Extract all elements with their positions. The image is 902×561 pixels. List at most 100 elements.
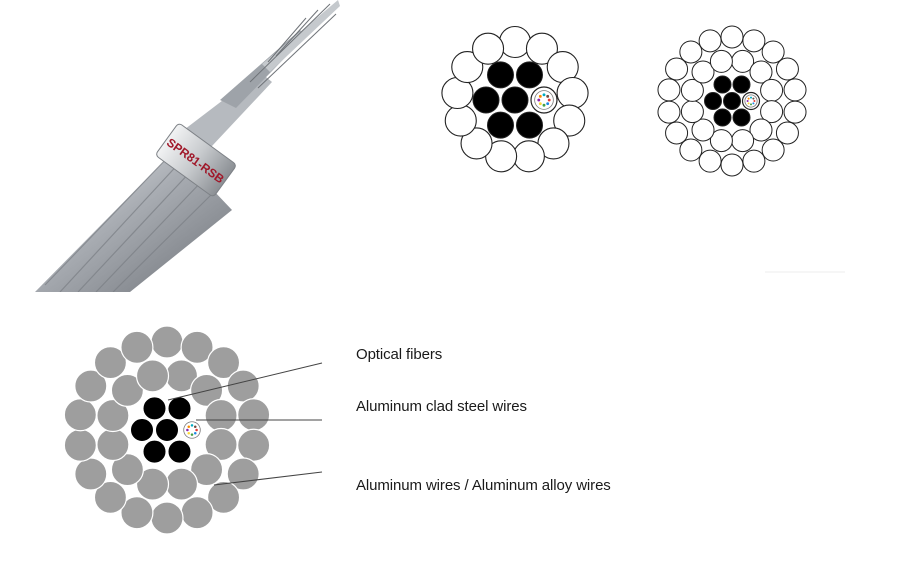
aluminum-wire: [525, 32, 559, 65]
optical-fiber: [190, 424, 194, 427]
aluminum-wire-inner: [135, 467, 170, 501]
optical-fiber: [537, 98, 541, 102]
aluminum-wire: [553, 104, 586, 137]
optical-fiber: [753, 100, 756, 102]
aluminum-wire-inner: [731, 129, 755, 153]
aluminum-wire-outer: [63, 398, 97, 432]
aluminum-clad-steel-wire: [516, 61, 543, 89]
aluminum-wire-outer: [720, 25, 744, 49]
aluminum-clad-steel-wire: [472, 86, 500, 114]
aluminum-wire-inner: [691, 60, 715, 84]
aluminum-wire: [471, 32, 505, 65]
optical-fiber: [542, 93, 546, 97]
optical-fiber: [187, 431, 191, 435]
aluminum-wire-inner: [204, 398, 238, 433]
aluminum-wire-inner: [709, 129, 733, 153]
aluminum-clad-steel-wire: [155, 418, 179, 442]
aluminum-wire-outer: [74, 457, 108, 491]
optical-fiber: [546, 94, 550, 98]
aluminum-wire: [451, 51, 484, 84]
aluminum-wire: [512, 140, 545, 173]
aluminum-wire-inner: [691, 118, 715, 142]
aluminum-wire-outer: [237, 398, 271, 432]
aluminum-wire-inner: [96, 398, 130, 433]
aluminum-wire-inner: [96, 427, 130, 462]
aluminum-wire-inner: [749, 60, 773, 84]
aluminum-wire-outer: [665, 57, 689, 81]
aluminum-wire-outer: [775, 121, 799, 145]
aluminum-wire-outer: [742, 29, 766, 53]
optical-fiber: [193, 431, 197, 435]
leader-line-optical: [167, 362, 323, 401]
aluminum-wire: [556, 76, 589, 110]
aluminum-wire-inner: [709, 49, 733, 73]
aluminum-clad-steel-wire: [516, 111, 543, 139]
aluminum-clad-steel-wire: [501, 86, 529, 114]
aluminum-wire-outer: [698, 149, 722, 173]
aluminum-wire-outer: [783, 100, 807, 124]
aluminum-clad-steel-wire: [142, 396, 167, 421]
aluminum-clad-steel-wire: [167, 439, 192, 464]
aluminum-wire-outer: [237, 428, 271, 462]
optical-fiber: [542, 103, 546, 107]
aluminum-wire-inner: [110, 453, 145, 487]
aluminum-wire-outer: [679, 138, 703, 162]
small-cross-section: [441, 25, 589, 173]
aluminum-wire-outer: [775, 57, 799, 81]
aluminum-wire-outer: [657, 100, 681, 124]
aluminum-clad-steel-wire: [723, 92, 741, 110]
optical-fiber: [195, 428, 198, 432]
optical-fiber: [752, 102, 755, 105]
aluminum-wire-outer: [74, 369, 108, 403]
aluminum-clad-steel-wire: [704, 92, 722, 110]
aluminum-wire-inner: [204, 427, 238, 462]
medium-cross-section: [657, 25, 807, 177]
optical-fiber: [752, 97, 755, 100]
aluminum-wire-inner: [680, 78, 704, 102]
optical-fiber: [187, 425, 191, 429]
optical-fiber: [186, 428, 189, 432]
aluminum-wire: [460, 127, 493, 160]
aluminum-wire-inner: [749, 118, 773, 142]
aluminum-wire-outer: [180, 330, 214, 364]
aluminum-wire: [444, 104, 477, 137]
aluminum-wire-outer: [761, 40, 785, 64]
loose-strands: [249, 3, 337, 89]
aluminum-clad-steel-wire: [487, 111, 514, 139]
aluminum-wire-outer: [657, 78, 681, 102]
aluminum-wire-inner: [760, 78, 784, 102]
label-optical-fibers: Optical fibers: [356, 346, 443, 363]
aluminum-wire-outer: [679, 40, 703, 64]
aluminum-clad-steel-wire: [142, 439, 167, 464]
aluminum-wire-outer: [93, 345, 128, 380]
aluminum-wire-outer: [120, 330, 154, 364]
aluminum-wire-outer: [93, 480, 128, 515]
label-aluminum-wires: Aluminum wires / Aluminum alloy wires: [356, 477, 611, 494]
optical-fiber: [750, 103, 752, 106]
detailed-cross-section: [63, 325, 271, 535]
aluminum-wire-outer: [150, 325, 184, 359]
optical-fiber: [546, 102, 550, 106]
optical-fiber: [750, 96, 752, 99]
aluminum-wire-outer: [783, 78, 807, 102]
optical-fiber: [538, 94, 542, 98]
aluminum-clad-steel-wire: [732, 75, 751, 94]
aluminum-clad-steel-wire: [732, 108, 751, 127]
aluminum-wire-inner: [680, 100, 704, 124]
aluminum-wire: [498, 25, 532, 59]
aluminum-wire-inner: [135, 359, 170, 393]
aluminum-wire-outer: [206, 480, 241, 515]
aluminum-clad-steel-wire: [130, 418, 154, 442]
aluminum-wire-outer: [120, 496, 154, 530]
aluminum-wire-inner: [164, 467, 199, 501]
optical-fiber: [538, 102, 542, 106]
aluminum-wire-outer: [180, 496, 214, 530]
aluminum-clad-steel-wire: [713, 75, 732, 94]
leader-lines: [167, 362, 323, 486]
aluminum-wire-outer: [720, 153, 744, 177]
leader-line-aluminum: [213, 471, 323, 486]
label-aluminum-clad-steel-wires: Aluminum clad steel wires: [356, 398, 527, 415]
aluminum-clad-steel-wire: [713, 108, 732, 127]
aluminum-clad-steel-wire: [487, 61, 514, 89]
